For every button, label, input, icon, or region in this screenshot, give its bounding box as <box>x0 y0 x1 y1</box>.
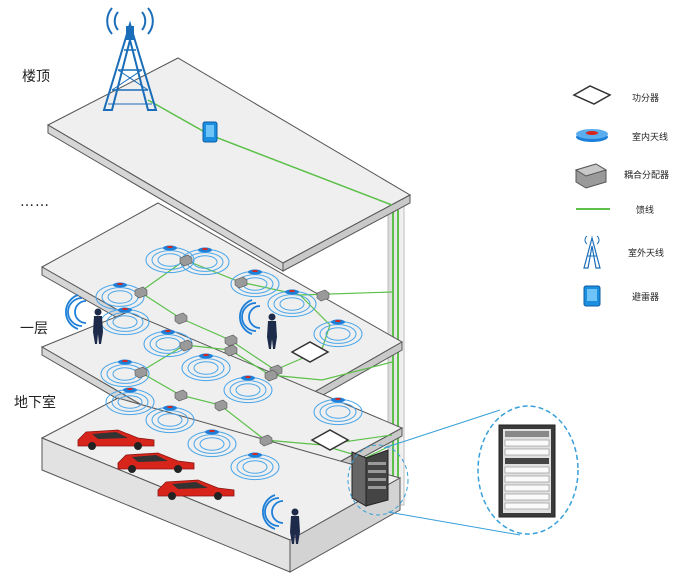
coupler-group <box>134 254 330 447</box>
legend-coupler: 耦合分配器 <box>574 163 669 189</box>
indoor-antenna-icon <box>223 375 273 404</box>
coupler-icon <box>316 289 330 302</box>
floor-label-roof: 楼顶 <box>22 69 50 85</box>
floor-label-basement: 地下室 <box>14 395 56 411</box>
equipment-rack <box>351 449 389 507</box>
legend-arrester: 避雷器 <box>583 285 659 307</box>
indoor-antenna-icon <box>230 452 280 481</box>
car-icon <box>157 479 235 500</box>
indoor-antenna-icon <box>181 353 231 382</box>
coupler-icon <box>214 399 228 412</box>
coupler-icon <box>174 312 188 325</box>
legend: 功分器 室内天线 耦合分配器 馈线 室外天线 避雷器 <box>572 85 669 307</box>
indoor-antenna-icon <box>105 387 155 416</box>
coupler-icon <box>179 254 193 267</box>
rack-zoom-callout <box>347 405 579 536</box>
legend-arrester-label: 避雷器 <box>632 291 659 303</box>
coupler-icon <box>224 344 238 357</box>
person-icon <box>239 299 277 349</box>
indoor-antenna-icon <box>267 289 317 318</box>
legend-indoor-antenna-label: 室内天线 <box>632 131 668 143</box>
person-icon <box>65 294 103 344</box>
legend-splitter: 功分器 <box>572 85 659 105</box>
coupler-icon <box>134 286 148 299</box>
car-icon <box>117 452 195 473</box>
legend-splitter-label: 功分器 <box>632 93 659 104</box>
indoor-antenna-icon <box>145 405 195 434</box>
coupler-icon <box>259 434 273 447</box>
coupler-icon <box>179 339 193 352</box>
coupler-icon <box>224 334 238 347</box>
floor-label-first: 一层 <box>20 321 48 337</box>
car-group <box>77 429 235 500</box>
coupler-icon <box>234 276 248 289</box>
outdoor-antenna-tower <box>102 7 158 111</box>
person-group <box>65 294 300 544</box>
legend-feeder-label: 馈线 <box>636 204 654 216</box>
legend-indoor-antenna: 室内天线 <box>576 129 668 143</box>
legend-outdoor-antenna: 室外天线 <box>583 235 664 269</box>
splitter-icon-upper <box>290 341 330 363</box>
indoor-antenna-icon <box>95 282 145 311</box>
legend-feeder: 馈线 <box>576 204 654 216</box>
indoor-antenna-icon <box>313 319 363 348</box>
indoor-antenna-icon <box>100 307 150 336</box>
splitter-icon-lower <box>310 429 350 451</box>
car-icon <box>77 429 155 450</box>
person-icon <box>262 494 300 544</box>
legend-outdoor-antenna-label: 室外天线 <box>628 247 664 259</box>
coupler-icon <box>134 366 148 379</box>
coupler-icon <box>174 389 188 402</box>
legend-coupler-label: 耦合分配器 <box>624 169 669 181</box>
indoor-antenna-icon <box>187 429 237 458</box>
coupler-icon <box>264 369 278 382</box>
arrester-icon <box>202 121 218 143</box>
floor-label-ellipsis: …… <box>20 194 50 210</box>
indoor-antenna-icon <box>313 397 363 426</box>
